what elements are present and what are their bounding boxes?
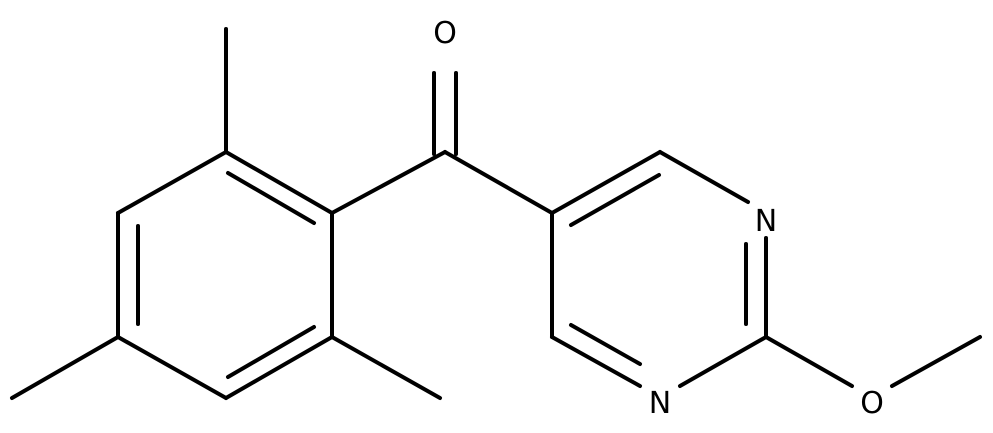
bond-mesityl-5	[224, 335, 334, 400]
bond-carbonyl-mesityl	[330, 150, 447, 215]
atom-label-ether-oxygen: O	[860, 386, 884, 421]
bond-pyr-1	[550, 150, 662, 215]
bond-pyr-5	[550, 335, 642, 388]
bond-mesityl-5-inner	[226, 325, 316, 379]
bond-pyr-5-inner	[569, 323, 642, 366]
bond-mesityl-1-inner	[226, 171, 316, 225]
bond-mesityl-4	[116, 335, 228, 400]
atom-label-nitrogen-top: N	[755, 204, 777, 239]
atom-label-nitrogen-bottom: N	[649, 386, 671, 421]
bond-carbonyl-pyrimidine	[443, 150, 554, 215]
bond-mesityl-1	[224, 150, 334, 215]
bond-mesityl-2	[116, 150, 228, 215]
bond-c2-oxygen	[764, 335, 854, 388]
atom-label-carbonyl-oxygen: O	[433, 16, 457, 51]
bond-methyl-left	[10, 335, 120, 400]
bond-pyr-4	[678, 335, 768, 388]
bond-pyr-1-inner	[569, 173, 661, 227]
bond-methyl-bottom-right	[330, 335, 442, 400]
bond-oxygen-methyl	[890, 335, 982, 388]
bond-pyr-2	[658, 150, 750, 204]
